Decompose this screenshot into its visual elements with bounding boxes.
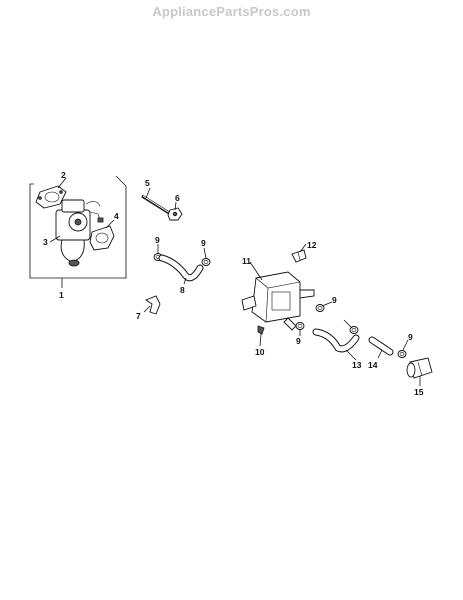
- fuel-filter[interactable]: [406, 357, 433, 379]
- clip[interactable]: [145, 295, 161, 315]
- callout-10: 10: [255, 347, 265, 357]
- callout-9c: 9: [332, 295, 337, 305]
- callout-13: 13: [352, 360, 362, 370]
- callout-14: 14: [368, 360, 378, 370]
- clamp-9c[interactable]: [315, 304, 325, 312]
- nut[interactable]: [167, 207, 183, 221]
- fuel-line-13[interactable]: [312, 328, 360, 353]
- carburetor[interactable]: [55, 199, 104, 267]
- clamp-near-line-13[interactable]: [349, 326, 359, 334]
- fitting[interactable]: [291, 249, 307, 263]
- fuel-line-8[interactable]: [158, 254, 204, 282]
- callout-5: 5: [145, 178, 150, 188]
- callout-4: 4: [114, 211, 119, 221]
- callout-3: 3: [43, 237, 48, 247]
- callout-11: 11: [242, 256, 251, 266]
- callout-8: 8: [180, 285, 185, 295]
- fuel-line-14[interactable]: [368, 336, 394, 356]
- callout-12: 12: [307, 240, 317, 250]
- callout-2: 2: [61, 170, 66, 180]
- callout-7: 7: [136, 311, 141, 321]
- carburetor-gasket-4[interactable]: [89, 225, 115, 251]
- callout-6: 6: [175, 193, 180, 203]
- clamp-9b[interactable]: [201, 258, 211, 266]
- callout-labels: 1 2 3 4 5 6 7 8 9 9 9 9 9 10 11 12 13 14…: [43, 170, 424, 397]
- callout-9d: 9: [296, 336, 301, 346]
- callout-9b: 9: [201, 238, 206, 248]
- clamp-9d[interactable]: [295, 322, 305, 330]
- small-fitting[interactable]: [257, 325, 265, 335]
- carburetor-assembly-box: [29, 175, 127, 288]
- clamp-9e[interactable]: [397, 350, 407, 358]
- carburetor-gasket-2[interactable]: [35, 185, 67, 209]
- callout-15: 15: [414, 387, 424, 397]
- callout-9a: 9: [155, 235, 160, 245]
- fuel-pump[interactable]: [241, 271, 315, 331]
- callout-1: 1: [59, 290, 64, 300]
- callout-9e: 9: [408, 332, 413, 342]
- site-watermark: AppliancePartsPros.com: [152, 4, 311, 19]
- leader-lines: [49, 177, 421, 386]
